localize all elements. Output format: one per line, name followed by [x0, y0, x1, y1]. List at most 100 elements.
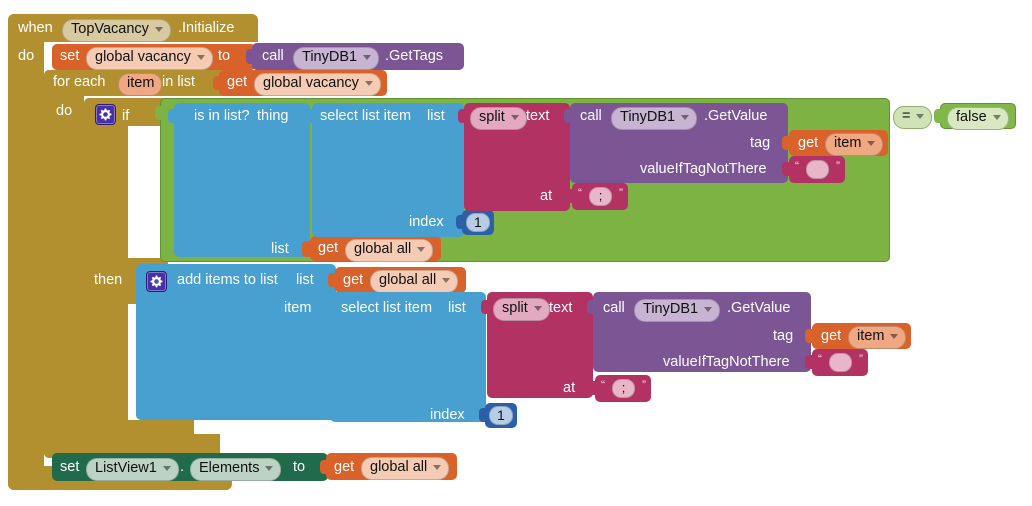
chevron-down-icon[interactable] [363, 55, 372, 61]
index-value-2-block[interactable]: 1 [485, 403, 517, 428]
chevron-down-icon[interactable] [533, 306, 542, 312]
split-2-at-text-block[interactable]: “ ; ” [595, 375, 651, 402]
chevron-down-icon[interactable] [681, 115, 690, 121]
split-1-at-text-block[interactable]: “ ; ” [572, 183, 628, 210]
chevron-down-icon[interactable] [916, 114, 925, 120]
event-block-when-initialize[interactable] [8, 14, 44, 490]
getvalue-2-method-label: .GetValue [727, 300, 791, 316]
chevron-down-icon[interactable] [890, 334, 899, 340]
is-in-list-block[interactable] [174, 103, 310, 257]
chevron-down-icon[interactable] [162, 466, 171, 472]
valueiftagnotthere-1-plug [782, 162, 791, 176]
getvalue-1-valueiftagnotthere-socket-label: valueIfTagNotThere [640, 161, 767, 177]
for-each-loopvar-field[interactable]: item [118, 73, 163, 96]
getvalue-2-valueiftagnotthere-socket-label: valueIfTagNotThere [663, 354, 790, 370]
getvalue-2-component-dropdown[interactable]: TinyDB1 [634, 299, 721, 322]
split-2-operator-dropdown[interactable]: split [493, 298, 550, 321]
compare-operator-dropdown[interactable]: = [893, 106, 933, 129]
chevron-down-icon[interactable] [417, 247, 426, 253]
get-item-1-label: item [834, 135, 862, 151]
select-list-item-2-index-socket-label: index [430, 407, 465, 423]
index-value-1[interactable]: 1 [466, 213, 490, 232]
getvalue-1-component-dropdown[interactable]: TinyDB1 [611, 107, 698, 130]
is-in-list-label: is in list? [194, 108, 250, 124]
getvalue-1-tag-socket-label: tag [750, 135, 771, 151]
add-items-mutator-gear-icon[interactable] [146, 271, 167, 292]
get-item-2-plug [805, 329, 814, 343]
split-1-operator-dropdown[interactable]: split [470, 107, 527, 130]
get-global-all-3-label: global all [370, 459, 428, 475]
get-item-1-dropdown[interactable]: item [825, 133, 884, 156]
select-list-item-2-plug [324, 300, 333, 314]
get-keyword-all-1: get [318, 240, 339, 256]
split-2-at-text-field[interactable]: ; [612, 379, 635, 398]
select-list-item-1-block[interactable] [312, 103, 464, 237]
is-in-list-list-socket-notch[interactable] [302, 241, 311, 257]
valueiftagnotthere-2-plug [805, 355, 814, 369]
chevron-down-icon[interactable] [364, 81, 373, 87]
event-name-label: .Initialize [178, 20, 235, 36]
is-in-list-thing-socket-label: thing [257, 108, 289, 124]
valueiftagnotthere-1-text-block[interactable]: “ ” [789, 156, 845, 183]
if-mutator-gear-icon[interactable] [95, 104, 116, 125]
split-2-plug [481, 300, 490, 314]
chevron-down-icon[interactable] [867, 141, 876, 147]
index-value-2[interactable]: 1 [489, 406, 513, 425]
when-keyword: when [18, 20, 53, 36]
get-global-all-2-dropdown[interactable]: global all [370, 270, 459, 293]
split-1-text-socket-label: text [526, 108, 550, 124]
select-list-item-2-label: select list item [341, 300, 433, 316]
index-2-plug [479, 408, 488, 422]
is-in-list-list-socket-label: list [271, 241, 289, 257]
chevron-down-icon[interactable] [265, 466, 274, 472]
set-listview-component-dropdown[interactable]: ListView1 [86, 458, 179, 481]
gettags-method-label: .GetTags [385, 48, 444, 64]
split-1-at-text-field[interactable]: ; [589, 187, 612, 206]
valueiftagnotthere-2-text-block[interactable]: “ ” [812, 349, 868, 376]
for-each-block[interactable] [44, 70, 84, 458]
select-list-item-1-index-socket-label: index [409, 214, 444, 230]
compare-left-plug [155, 106, 163, 120]
chevron-down-icon[interactable] [510, 115, 519, 121]
set-global-vacancy-dropdown[interactable]: global vacancy [86, 47, 213, 70]
call-getvalue-2-plug [587, 300, 596, 314]
for-each-inlist-keyword: in list [162, 74, 196, 90]
index-value-1-block[interactable]: 1 [462, 210, 494, 235]
select-list-item-1-plug [306, 109, 315, 123]
chevron-down-icon[interactable] [704, 307, 713, 313]
chevron-down-icon[interactable] [992, 115, 1001, 121]
event-component-dropdown[interactable]: TopVacancy [62, 19, 171, 42]
split-1-at-plug [566, 189, 575, 203]
get-item-1-plug [782, 136, 791, 150]
select-list-item-2-block[interactable] [330, 292, 486, 422]
valueiftagnotthere-2-text-field[interactable] [829, 353, 852, 372]
select-list-item-1-list-socket-label: list [427, 108, 445, 124]
get-global-all-3-dropdown[interactable]: global all [361, 457, 450, 480]
getvalue-2-component-label: TinyDB1 [643, 301, 699, 317]
get-keyword-vacancy: get [227, 74, 248, 90]
get-keyword-item-2: get [821, 328, 842, 344]
set-listview-property-dropdown[interactable]: Elements [190, 458, 282, 481]
get-global-all-3-plug [320, 460, 329, 474]
loop-variable-pill[interactable]: item [118, 73, 163, 96]
chevron-down-icon[interactable] [442, 278, 451, 284]
get-global-all-1-dropdown[interactable]: global all [345, 239, 434, 262]
get-item-2-label: item [857, 328, 885, 344]
chevron-down-icon[interactable] [154, 27, 163, 33]
call-keyword-gettags: call [262, 48, 284, 64]
gettags-component-dropdown[interactable]: TinyDB1 [293, 47, 380, 70]
get-global-vacancy-dropdown[interactable]: global vacancy [254, 73, 381, 96]
getvalue-1-method-label: .GetValue [704, 108, 768, 124]
logic-false-dropdown[interactable]: false [947, 107, 1009, 130]
add-items-item-socket-label: item [284, 300, 312, 316]
chevron-down-icon[interactable] [196, 55, 205, 61]
get-keyword-item-1: get [798, 135, 819, 151]
get-item-2-dropdown[interactable]: item [848, 326, 907, 349]
select-list-item-2-list-socket-label: list [448, 300, 466, 316]
add-items-to-list-block[interactable] [136, 264, 336, 420]
set-to-keyword: to [218, 48, 231, 64]
if-then-foot [84, 420, 194, 438]
chevron-down-icon[interactable] [433, 465, 442, 471]
valueiftagnotthere-1-text-field[interactable] [806, 160, 829, 179]
